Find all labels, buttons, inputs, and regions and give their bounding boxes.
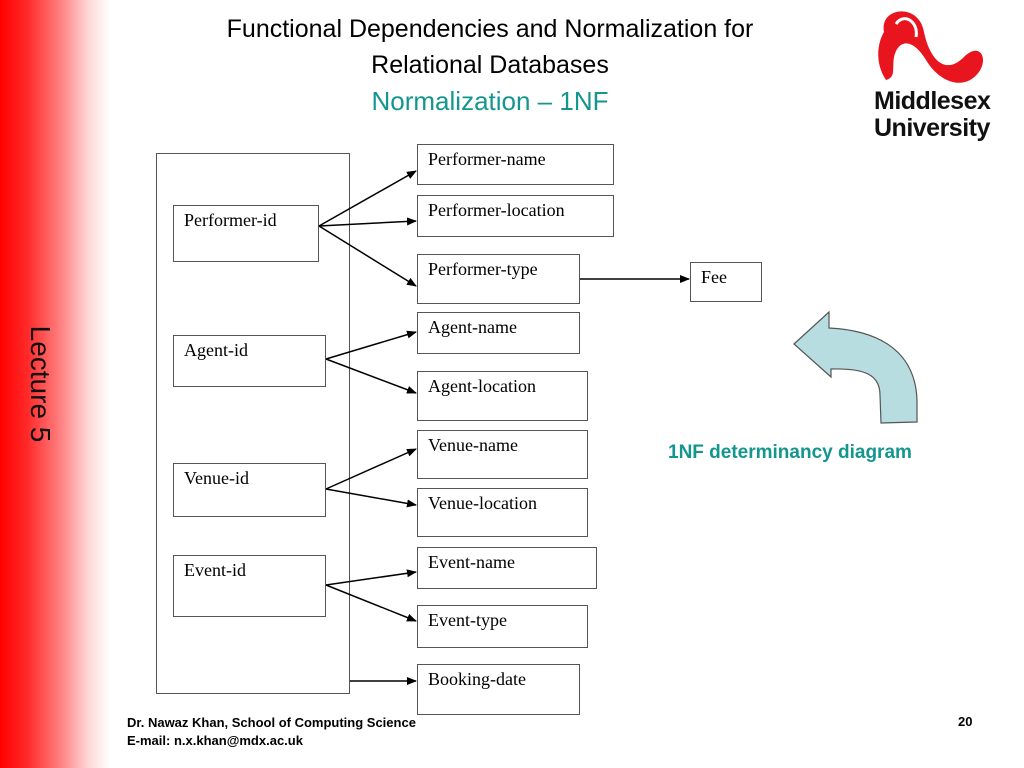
attr-fee: Fee bbox=[690, 262, 762, 302]
attr-venue-location: Venue-location bbox=[417, 488, 588, 537]
attr-performer-type: Performer-type bbox=[417, 254, 580, 304]
attr-performer-name: Performer-name bbox=[417, 144, 614, 185]
arrow-agent-id-to-name bbox=[325, 330, 417, 360]
attr-venue-name: Venue-name bbox=[417, 430, 588, 479]
arrow-venue-id-to-location bbox=[325, 488, 417, 508]
determinant-event-id: Event-id bbox=[173, 555, 326, 617]
determinant-venue-id: Venue-id bbox=[173, 463, 326, 517]
arrow-performer-id-to-name bbox=[318, 170, 417, 227]
footer-email: E-mail: n.x.khan@mdx.ac.uk bbox=[127, 733, 303, 748]
arrow-agent-id-to-location bbox=[325, 358, 417, 394]
university-logo-icon bbox=[878, 11, 984, 83]
attr-event-type: Event-type bbox=[417, 605, 588, 648]
slide-title-line1: Functional Dependencies and Normalizatio… bbox=[226, 15, 754, 43]
footer-author: Dr. Nawaz Khan, School of Computing Scie… bbox=[127, 715, 416, 730]
slide-title-line2: Relational Databases bbox=[371, 51, 609, 79]
slide-subtitle: Normalization – 1NF bbox=[371, 86, 609, 116]
footer: Dr. Nawaz Khan, School of Computing Scie… bbox=[127, 714, 416, 750]
arrow-performer-id-to-type bbox=[318, 225, 417, 287]
curved-arrow-icon bbox=[793, 310, 918, 424]
arrow-event-id-to-type bbox=[325, 584, 417, 622]
arrow-venue-id-to-name bbox=[325, 448, 417, 490]
diagram-caption: 1NF determinancy diagram bbox=[668, 442, 912, 463]
logo-line2: University bbox=[874, 114, 990, 142]
attr-performer-location: Performer-location bbox=[417, 195, 614, 237]
attr-agent-name: Agent-name bbox=[417, 312, 580, 354]
determinant-agent-id: Agent-id bbox=[173, 335, 326, 387]
sidebar-gradient bbox=[0, 0, 110, 768]
page-number: 20 bbox=[958, 714, 973, 729]
attr-agent-location: Agent-location bbox=[417, 371, 588, 421]
attr-booking-date: Booking-date bbox=[417, 664, 580, 715]
composite-key-box bbox=[156, 153, 350, 694]
arrow-performer-id-to-location bbox=[318, 217, 417, 227]
attr-event-name: Event-name bbox=[417, 547, 597, 589]
logo-text: Middlesex University bbox=[874, 87, 991, 142]
logo-line1: Middlesex bbox=[874, 87, 991, 115]
arrow-event-id-to-name bbox=[325, 569, 417, 586]
determinant-performer-id: Performer-id bbox=[173, 205, 319, 262]
